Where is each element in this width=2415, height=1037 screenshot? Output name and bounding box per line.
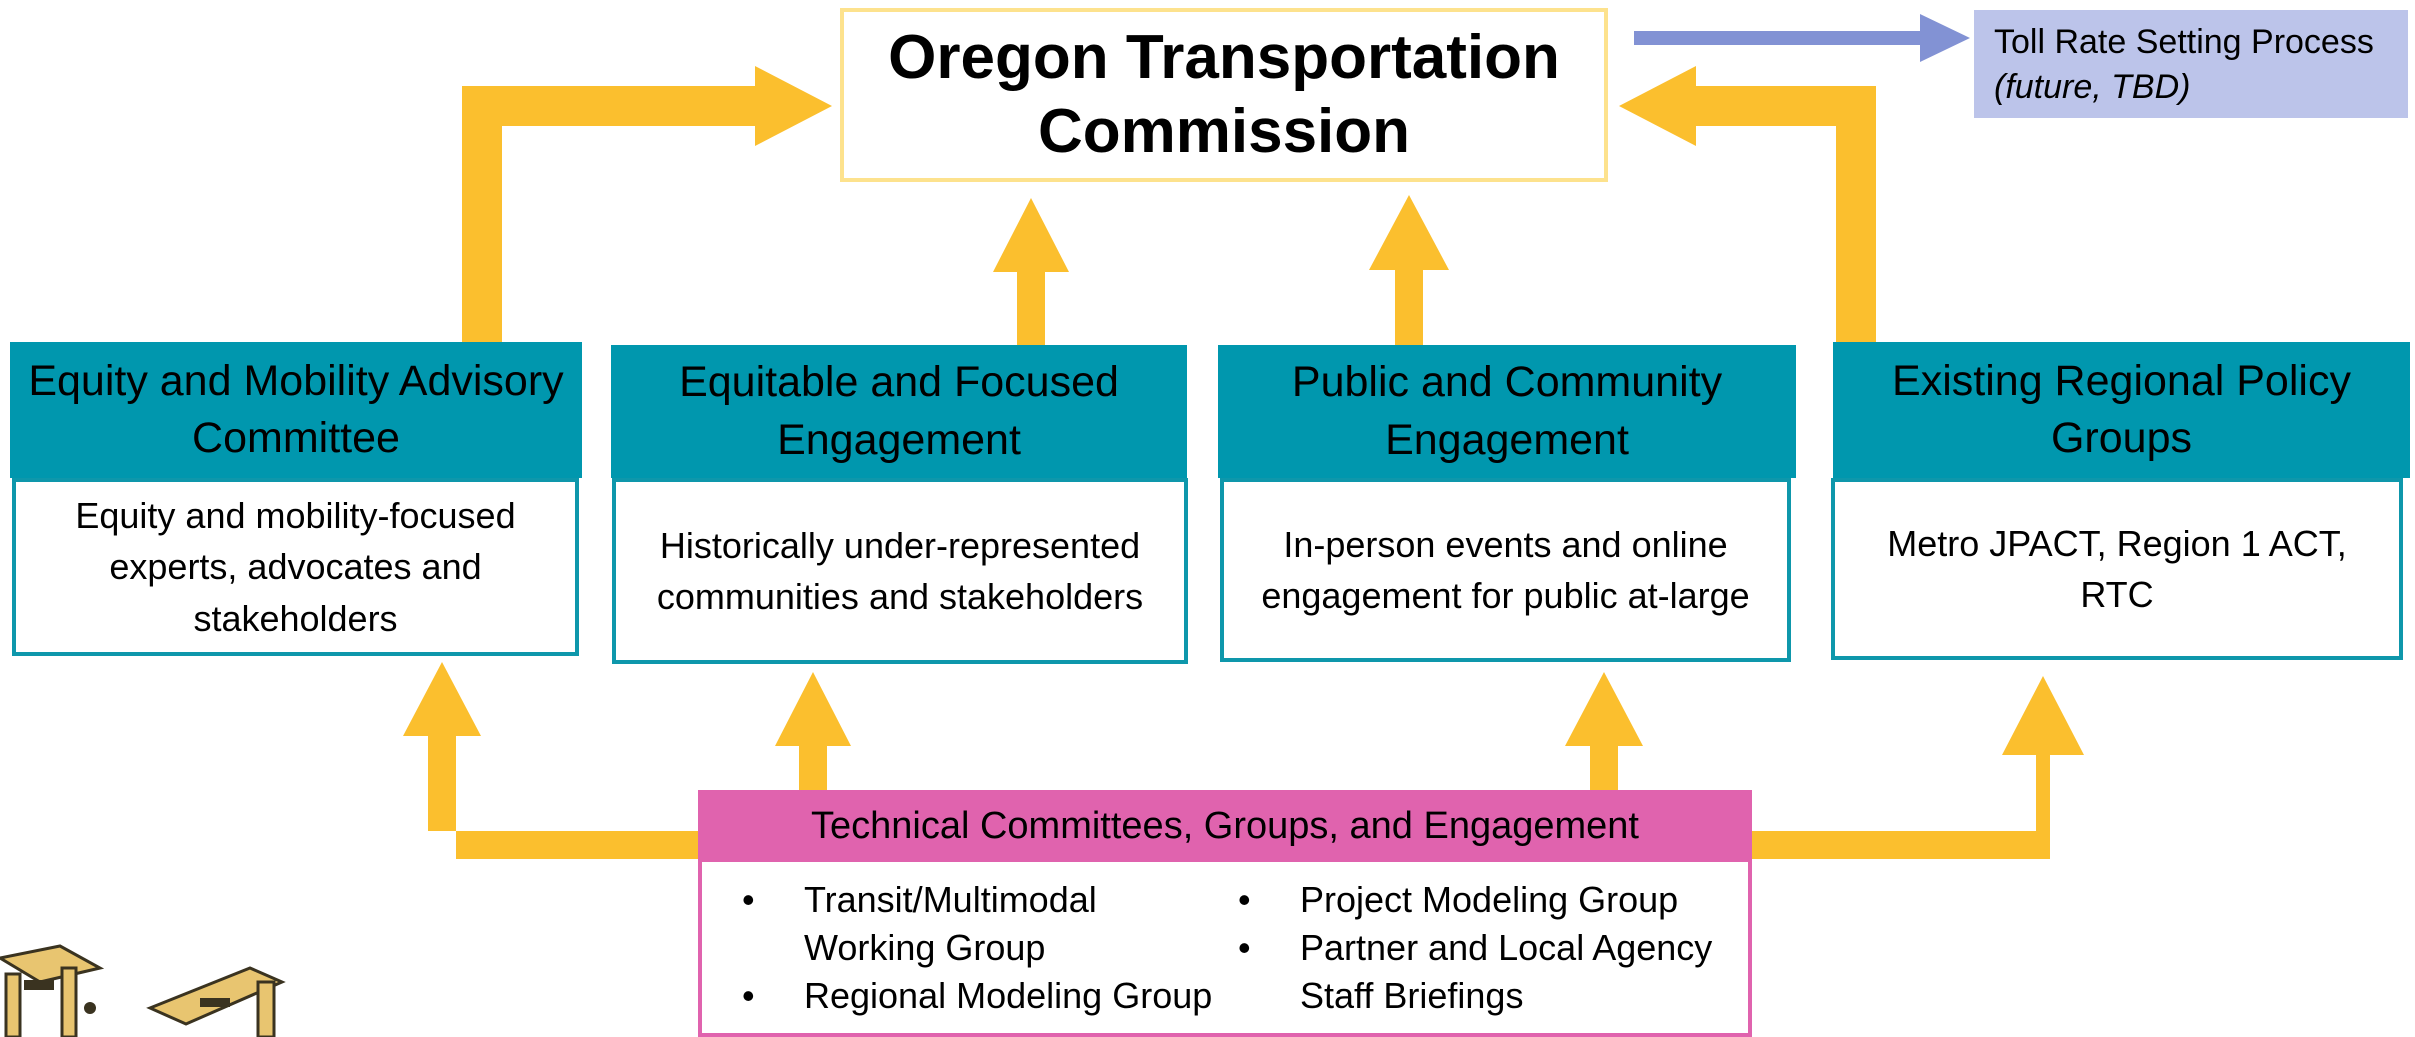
- group-header-equity-mobility: Equity and Mobility Advisory Committee: [10, 342, 582, 478]
- arrow-commission-to-toll: [1634, 14, 1970, 62]
- group-header-text: Equity and Mobility Advisory Committee: [28, 356, 564, 462]
- arrow-technical-to-efe: [775, 672, 851, 790]
- technical-header-text: Technical Committees, Groups, and Engage…: [811, 804, 1639, 847]
- arrow-technical-to-pce: [1565, 672, 1643, 790]
- list-item-text: Project Modeling Group: [1300, 879, 1679, 920]
- group-header-text: Public and Community Engagement: [1291, 358, 1723, 464]
- group-header-regional-policy: Existing Regional Policy Groups: [1833, 342, 2410, 478]
- group-header-equitable-engagement: Equitable and Focused Engagement: [611, 345, 1187, 478]
- list-item: • Transit/Multimodal Working Group: [720, 876, 1220, 972]
- list-item: • Partner and Local Agency Staff Briefing…: [1216, 924, 1736, 1020]
- technical-list-left: • Transit/Multimodal Working Group • Regio…: [720, 876, 1220, 1020]
- technical-list-right: • Project Modeling Group • Partner and Loc…: [1216, 876, 1736, 1020]
- arrow-technical-to-erpg: [1751, 676, 2084, 859]
- list-item: • Project Modeling Group: [1216, 876, 1736, 924]
- group-header-public-engagement: Public and Community Engagement: [1218, 345, 1796, 478]
- list-item: • Regional Modeling Group: [720, 972, 1220, 1020]
- group-body-text: In-person events and online engagement f…: [1261, 523, 1750, 616]
- toll-title: Toll Rate Setting Process: [1994, 23, 2374, 61]
- arrow-efe-to-commission: [993, 198, 1069, 345]
- arrow-emac-to-commission: [462, 66, 832, 342]
- group-body-text: Equity and mobility-focused experts, adv…: [75, 495, 516, 639]
- bullet: •: [1238, 927, 1251, 968]
- group-body-equity-mobility: Equity and mobility-focused experts, adv…: [12, 478, 579, 656]
- list-item-text: Partner and Local Agency Staff Briefings: [1300, 927, 1713, 1016]
- bullet: •: [742, 879, 755, 920]
- technical-body: • Transit/Multimodal Working Group • Regio…: [698, 862, 1752, 1037]
- group-header-text: Equitable and Focused Engagement: [679, 358, 1119, 464]
- group-body-equitable-engagement: Historically under-represented communiti…: [612, 478, 1188, 664]
- toll-rate-box: Toll Rate Setting Process (future, TBD): [1974, 10, 2408, 118]
- group-body-text: Historically under-represented communiti…: [656, 524, 1144, 617]
- toll-gantry-illustration: [0, 944, 286, 1037]
- list-item-text: Transit/Multimodal Working Group: [804, 879, 1097, 968]
- group-body-text: Metro JPACT, Region 1 ACT, RTC: [1887, 522, 2347, 615]
- list-item-text: Regional Modeling Group: [804, 975, 1213, 1016]
- commission-title: Oregon Transportation Commission: [888, 22, 1560, 166]
- arrow-erpg-to-commission: [1619, 66, 1876, 342]
- group-body-public-engagement: In-person events and online engagement f…: [1220, 478, 1791, 662]
- technical-header: Technical Committees, Groups, and Engage…: [698, 790, 1752, 862]
- bullet: •: [1238, 879, 1251, 920]
- group-body-regional-policy: Metro JPACT, Region 1 ACT, RTC: [1831, 478, 2403, 660]
- commission-box: Oregon Transportation Commission: [840, 8, 1608, 182]
- bullet: •: [742, 975, 755, 1016]
- arrow-technical-to-emac: [403, 662, 698, 859]
- toll-subtitle: (future, TBD): [1994, 67, 2191, 106]
- group-header-text: Existing Regional Policy Groups: [1892, 356, 2351, 462]
- arrow-pce-to-commission: [1369, 195, 1449, 345]
